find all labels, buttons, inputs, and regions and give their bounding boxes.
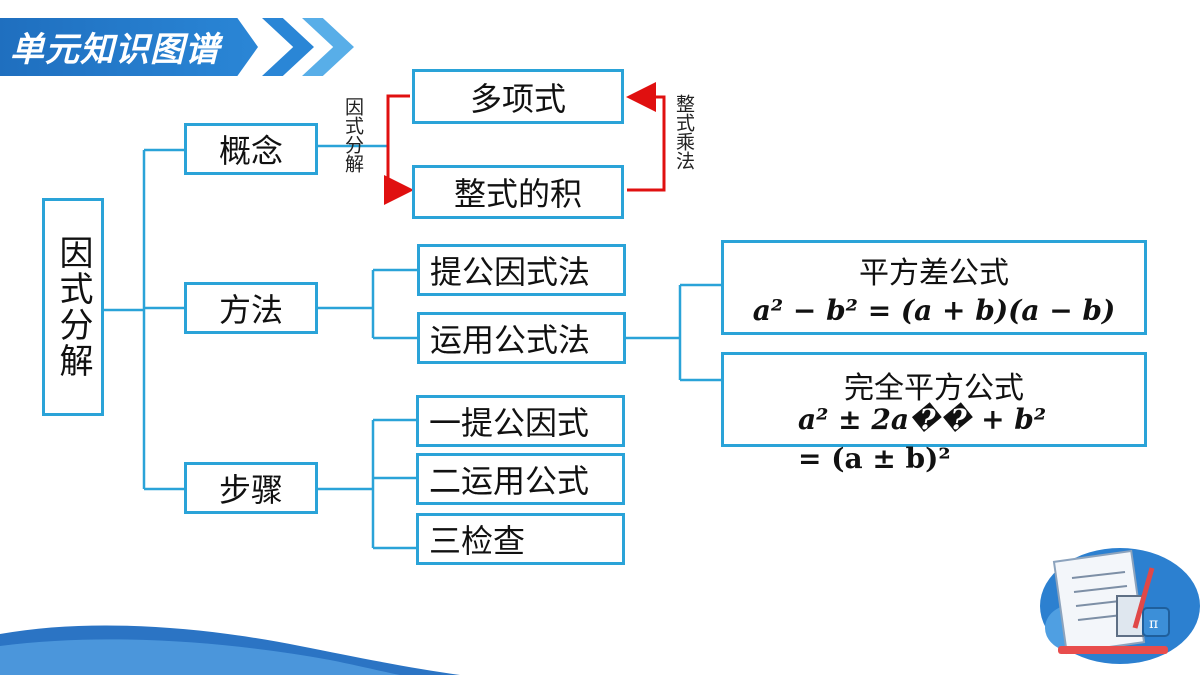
difference-of-squares-title: 平方差公式 bbox=[859, 256, 1009, 291]
root-label: 因式分解 bbox=[53, 235, 93, 379]
node-step-2: 二运用公式 bbox=[416, 453, 625, 505]
node-product-label: 整式的积 bbox=[453, 175, 582, 213]
branch-method: 方法 bbox=[184, 282, 318, 334]
perfect-square-title: 完全平方公式 bbox=[844, 371, 1024, 406]
branch-steps: 步骤 bbox=[184, 462, 318, 514]
math-illustration: π bbox=[1040, 548, 1200, 664]
branch-method-label: 方法 bbox=[218, 291, 283, 329]
branch-concept: 概念 bbox=[184, 123, 318, 175]
node-polynomial: 多项式 bbox=[412, 69, 624, 124]
perfect-square-formula-line2: = (a ± b)² bbox=[798, 442, 951, 475]
node-common-factor-method: 提公因式法 bbox=[417, 244, 626, 296]
svg-text:π: π bbox=[1149, 616, 1158, 632]
node-product: 整式的积 bbox=[412, 165, 624, 219]
node-formula-method: 运用公式法 bbox=[417, 312, 626, 364]
node-polynomial-label: 多项式 bbox=[469, 79, 566, 118]
branch-steps-label: 步骤 bbox=[218, 471, 283, 509]
node-step-2-label: 二运用公式 bbox=[429, 462, 590, 500]
difference-of-squares-formula: a² − b² = (a + b)(a − b) bbox=[752, 294, 1116, 327]
branch-concept-label: 概念 bbox=[218, 132, 283, 170]
node-step-1: 一提公因式 bbox=[416, 395, 625, 447]
arrow-label-multiplication: 整式乘法 bbox=[673, 94, 695, 170]
root-node-factorization: 因式分解 bbox=[42, 198, 104, 416]
page-title: 单元知识图谱 bbox=[10, 30, 220, 70]
node-step-3-label: 三检查 bbox=[429, 522, 526, 560]
node-formula-label: 运用公式法 bbox=[430, 321, 591, 359]
node-step-1-label: 一提公因式 bbox=[429, 404, 590, 442]
node-difference-of-squares: 平方差公式 a² − b² = (a + b)(a − b) bbox=[721, 240, 1147, 335]
arrow-label-factorization: 因式分解 bbox=[342, 97, 364, 173]
perfect-square-formula-line1: a² ± 2a�� + b² bbox=[798, 403, 1047, 436]
node-common-factor-label: 提公因式法 bbox=[430, 253, 591, 291]
node-step-3: 三检查 bbox=[416, 513, 625, 565]
node-perfect-square: 完全平方公式 bbox=[721, 352, 1147, 447]
title-banner bbox=[0, 18, 258, 76]
